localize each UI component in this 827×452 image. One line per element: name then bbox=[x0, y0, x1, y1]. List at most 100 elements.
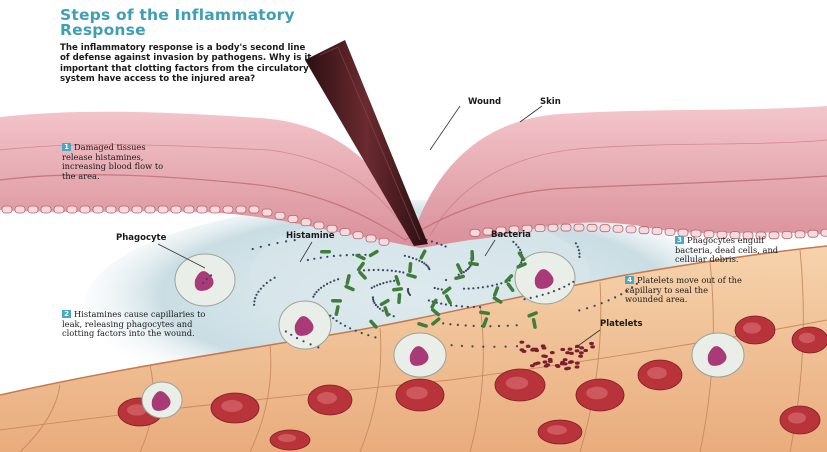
skin-cell bbox=[54, 206, 64, 213]
histamine-particle bbox=[377, 306, 379, 308]
step-1-text: Damaged tissues release histamines, incr… bbox=[62, 142, 163, 181]
histamine-particle bbox=[608, 299, 610, 301]
skin-cell bbox=[288, 216, 298, 223]
histamine-particle bbox=[355, 330, 357, 332]
histamine-particle bbox=[329, 315, 331, 317]
histamine-particle bbox=[290, 334, 292, 336]
histamine-particle bbox=[202, 282, 204, 284]
histamine-particle bbox=[578, 253, 580, 255]
platelet bbox=[530, 348, 535, 351]
histamine-particle bbox=[517, 246, 519, 248]
platelet bbox=[589, 342, 594, 345]
platelet bbox=[579, 346, 584, 349]
histamine-particle bbox=[314, 293, 316, 295]
red-blood-cell-highlight bbox=[788, 412, 806, 423]
histamine-particle bbox=[389, 280, 391, 282]
histamine-particle bbox=[346, 254, 348, 256]
platelet bbox=[568, 361, 573, 364]
histamine-particle bbox=[320, 287, 322, 289]
skin-cell bbox=[2, 206, 12, 213]
histamine-particle bbox=[371, 287, 373, 289]
histamine-particle bbox=[344, 325, 346, 327]
histamine-particle bbox=[349, 327, 351, 329]
platelet bbox=[534, 349, 539, 352]
red-blood-cell-highlight bbox=[799, 333, 815, 343]
histamine-particle bbox=[578, 256, 580, 258]
platelet bbox=[566, 367, 571, 370]
skin-cell bbox=[561, 224, 571, 231]
intro-text: The inflammatory response is a body's se… bbox=[60, 43, 315, 85]
histamine-particle bbox=[451, 344, 453, 346]
histamine-particle bbox=[472, 287, 474, 289]
platelet bbox=[590, 345, 595, 348]
histamine-particle bbox=[445, 303, 447, 305]
skin-cell bbox=[340, 229, 350, 236]
skin-cell bbox=[210, 206, 220, 213]
histamine-particle bbox=[379, 283, 381, 285]
label-platelets: Platelets bbox=[600, 319, 643, 329]
histamine-particle bbox=[326, 256, 328, 258]
skin-cell bbox=[106, 206, 116, 213]
histamine-particle bbox=[361, 332, 363, 334]
label-wound: Wound bbox=[468, 97, 501, 107]
red-blood-cell-highlight bbox=[547, 425, 567, 435]
step-4: 4Platelets move out of the capillary to … bbox=[625, 276, 745, 305]
step-2-badge: 2 bbox=[62, 310, 71, 318]
histamine-particle bbox=[512, 241, 514, 243]
histamine-particle bbox=[332, 317, 334, 319]
skin-cell bbox=[470, 229, 480, 236]
red-blood-cell-highlight bbox=[406, 387, 428, 400]
skin-cell bbox=[28, 206, 38, 213]
skin-cell bbox=[119, 206, 129, 213]
histamine-particle bbox=[412, 257, 414, 259]
skin-cell bbox=[626, 226, 636, 233]
histamine-particle bbox=[404, 255, 406, 257]
histamine-particle bbox=[577, 246, 579, 248]
histamine-particle bbox=[496, 283, 498, 285]
histamine-particle bbox=[399, 271, 401, 273]
red-blood-cell-highlight bbox=[317, 392, 337, 404]
histamine-particle bbox=[373, 269, 375, 271]
skin-cell bbox=[197, 206, 207, 213]
platelet bbox=[550, 351, 555, 354]
red-blood-cell-highlight bbox=[278, 434, 296, 442]
histamine-particle bbox=[302, 340, 304, 342]
step-1-badge: 1 bbox=[62, 143, 71, 151]
skin-cell bbox=[665, 228, 675, 235]
histamine-particle bbox=[391, 270, 393, 272]
skin-cell bbox=[366, 235, 376, 242]
red-blood-cell-highlight bbox=[647, 367, 667, 379]
histamine-particle bbox=[536, 295, 538, 297]
histamine-particle bbox=[340, 322, 342, 324]
histamine-particle bbox=[318, 289, 320, 291]
histamine-particle bbox=[465, 324, 467, 326]
step-3-badge: 3 bbox=[675, 236, 684, 244]
histamine-particle bbox=[594, 305, 596, 307]
histamine-particle bbox=[364, 254, 366, 256]
histamine-particle bbox=[428, 268, 430, 270]
histamine-particle bbox=[586, 307, 588, 309]
platelet bbox=[519, 341, 524, 344]
skin-cell bbox=[314, 222, 324, 229]
histamine-particle bbox=[461, 345, 463, 347]
step-4-text: Platelets move out of the capillary to s… bbox=[625, 275, 742, 304]
histamine-particle bbox=[463, 271, 465, 273]
histamine-particle bbox=[395, 270, 397, 272]
histamine-particle bbox=[421, 261, 423, 263]
histamine-particle bbox=[473, 325, 475, 327]
histamine-particle bbox=[260, 288, 262, 290]
skin-cell bbox=[574, 224, 584, 231]
skin-cell bbox=[67, 206, 77, 213]
histamine-particle bbox=[498, 325, 500, 327]
skin-cell bbox=[145, 206, 155, 213]
histamine-particle bbox=[457, 324, 459, 326]
histamine-particle bbox=[408, 256, 410, 258]
histamine-particle bbox=[482, 286, 484, 288]
skin-cell bbox=[301, 219, 311, 226]
histamine-particle bbox=[449, 323, 451, 325]
histamine-particle bbox=[445, 245, 447, 247]
histamine-particle bbox=[465, 270, 467, 272]
histamine-particle bbox=[336, 320, 338, 322]
